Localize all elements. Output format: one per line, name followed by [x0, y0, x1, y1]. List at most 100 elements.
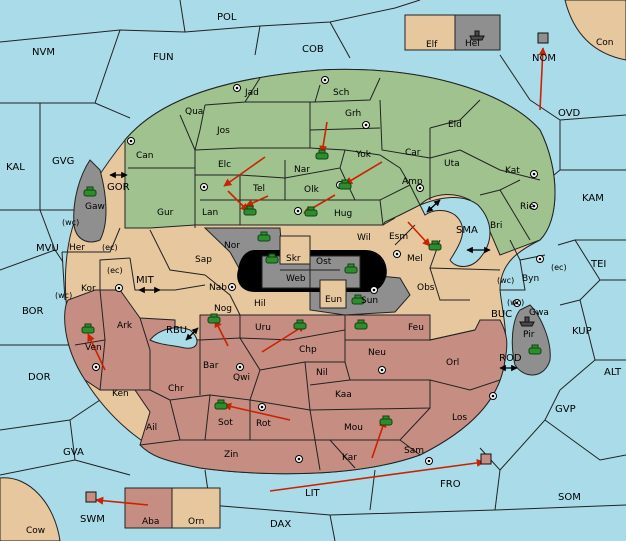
label-byn: Byn	[522, 274, 539, 284]
label-eld: Eld	[448, 120, 462, 130]
label-ark: Ark	[117, 321, 133, 331]
unit-pawn	[480, 453, 492, 465]
label-lit: LIT	[305, 488, 321, 499]
label-fun: FUN	[153, 52, 174, 63]
label-gaw: Gaw	[85, 202, 105, 212]
label-swm: SWM	[80, 514, 105, 525]
unit-pawn	[85, 491, 97, 503]
label-rot: Rot	[256, 419, 271, 429]
label-gor: GOR	[107, 182, 130, 193]
label-bor: BOR	[22, 306, 44, 317]
label-rie: Rie	[520, 202, 535, 212]
label-uru: Uru	[255, 323, 271, 333]
label-cob: COB	[302, 44, 324, 55]
label-nor: Nor	[224, 241, 240, 251]
label-nom: NOM	[532, 53, 556, 64]
label-skr: Skr	[286, 254, 301, 264]
unit-army	[257, 231, 271, 242]
label-hil: Hil	[254, 299, 266, 309]
label-coast-wc-2: (wc)	[55, 291, 72, 300]
label-nil: Nil	[316, 368, 328, 378]
label-chr: Chr	[168, 384, 184, 394]
units	[81, 30, 549, 503]
label-alt: ALT	[604, 367, 622, 378]
label-mel: Mel	[407, 254, 423, 264]
label-kar: Kar	[342, 453, 357, 463]
unit-army	[338, 179, 352, 190]
label-wil: Wil	[357, 233, 371, 243]
label-hug: Hug	[334, 209, 352, 219]
label-neu: Neu	[368, 348, 386, 358]
label-obs: Obs	[417, 283, 435, 293]
label-ovd: OVD	[558, 108, 581, 119]
label-sun: Sun	[361, 296, 378, 306]
label-coast-wc-4: (wc)	[507, 298, 524, 307]
label-ven: Ven	[85, 343, 102, 353]
tan-labels: Uta Bri Esm Wil Sap Her Kor Ark Nab Hil …	[26, 38, 614, 536]
label-sot: Sot	[218, 418, 233, 428]
sea-labels: POL NVM FUN COB KAL GVG MVU BOR DOR GVA …	[6, 12, 622, 530]
label-olk: Olk	[304, 185, 320, 195]
unit-army	[265, 253, 279, 264]
label-amp: Amp	[402, 177, 423, 187]
label-ail: Ail	[146, 423, 157, 433]
unit-army	[351, 294, 365, 305]
label-som: SOM	[558, 492, 581, 503]
unit-army	[344, 263, 358, 274]
label-nab: Nab	[209, 283, 227, 293]
label-pir: Pir	[523, 330, 535, 340]
rbu-sea	[149, 327, 198, 349]
label-pol: POL	[217, 12, 237, 23]
territory-borders	[61, 77, 546, 471]
unit-army	[293, 319, 307, 330]
label-kam: KAM	[582, 193, 604, 204]
unit-army	[81, 323, 95, 334]
label-coast-ec-1: (ec)	[102, 243, 118, 252]
label-qua: Qua	[185, 107, 203, 117]
unit-army	[428, 240, 442, 251]
unit-pawn	[537, 32, 549, 44]
label-tei: TEI	[590, 259, 606, 270]
label-jos: Jos	[216, 126, 230, 136]
label-mou: Mou	[344, 423, 363, 433]
label-sam: Sam	[404, 446, 424, 456]
unit-army	[354, 319, 368, 330]
label-sma: SMA	[456, 225, 478, 236]
red-labels: Nog Uru Feu Ven Chp Neu Bar Qwi Nil Orl …	[85, 304, 467, 527]
region-skr	[279, 235, 311, 265]
label-sch: Sch	[333, 88, 349, 98]
label-feu: Feu	[408, 323, 424, 333]
label-coast-wc-1: (wc)	[62, 218, 79, 227]
label-nvm: NVM	[32, 47, 55, 58]
label-kat: Kat	[505, 166, 520, 176]
region-aba	[124, 487, 173, 529]
label-qwi: Qwi	[233, 373, 250, 383]
label-rbu: RBU	[166, 325, 187, 336]
label-cow: Cow	[26, 526, 45, 536]
label-bri: Bri	[490, 221, 502, 231]
label-dax: DAX	[270, 519, 291, 530]
label-zin: Zin	[224, 450, 238, 460]
label-mvu: MVU	[36, 243, 59, 254]
grey-labels: Gaw Nor Web Ost Sun Pir Hel	[85, 39, 535, 340]
label-fro: FRO	[440, 479, 461, 490]
unit-army	[243, 205, 257, 216]
label-gwa: Gwa	[529, 308, 549, 318]
green-labels: Jad Sch Qua Jos Grh Eld Can Elc Nar Yok …	[136, 88, 535, 219]
label-her: Her	[69, 243, 85, 253]
label-bar: Bar	[203, 361, 219, 371]
label-orl: Orl	[446, 358, 459, 368]
label-coast-wc-3: (wc)	[497, 276, 514, 285]
unit-army	[528, 344, 542, 355]
unit-army	[379, 415, 393, 426]
label-kup: KUP	[572, 326, 592, 337]
label-rod: ROD	[499, 353, 522, 364]
label-lan: Lan	[202, 208, 218, 218]
label-chp: Chp	[299, 345, 317, 355]
label-elc: Elc	[218, 160, 231, 170]
region-eun	[319, 279, 347, 309]
unit-army	[83, 186, 97, 197]
label-nog: Nog	[214, 304, 232, 314]
